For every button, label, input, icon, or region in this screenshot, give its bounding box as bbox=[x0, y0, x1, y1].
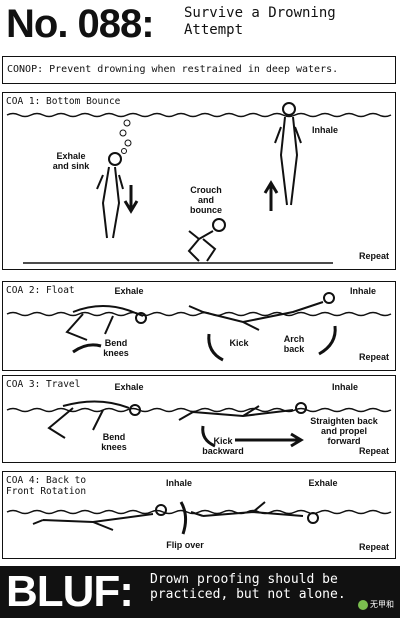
coa3-bend-label: Bend knees bbox=[101, 432, 127, 452]
coa1-illustration bbox=[6, 102, 392, 264]
coa2-panel: COA 2: Float Exhale Inhale Bend knees Ki… bbox=[2, 281, 396, 371]
coa3-kick-label: Kick backward bbox=[202, 436, 244, 456]
coa2-kick-label: Kick bbox=[229, 338, 249, 348]
watermark-text: 无甲和 bbox=[370, 600, 394, 609]
coa3-straighten-label: Straighten back and propel forward bbox=[310, 416, 378, 446]
coa3-repeat-label: Repeat bbox=[358, 446, 389, 456]
front-float-figure bbox=[190, 501, 319, 524]
coa3-panel: COA 3: Travel Exhale Inhale Bend knees K… bbox=[2, 375, 396, 463]
sinking-figure bbox=[96, 152, 124, 239]
coa2-arch-label: Arch back bbox=[283, 334, 305, 354]
extended-float-figure bbox=[188, 292, 335, 331]
rising-figure bbox=[274, 102, 302, 206]
water-surface bbox=[6, 112, 392, 118]
water-surface bbox=[6, 509, 392, 515]
curved-arrow-up bbox=[318, 325, 337, 356]
coa1-inhale-label: Inhale bbox=[311, 125, 338, 135]
coa4-panel: COA 4: Back to Front Rotation Inhale Exh… bbox=[2, 471, 396, 559]
water-surface bbox=[6, 311, 392, 317]
coa1-repeat-label: Repeat bbox=[358, 251, 389, 261]
down-arrow bbox=[123, 185, 139, 214]
bluf-text: Drown proofing should be practiced, but … bbox=[150, 572, 346, 602]
coa2-exhale-label: Exhale bbox=[114, 286, 144, 296]
water-surface bbox=[6, 407, 392, 413]
up-arrow bbox=[263, 180, 279, 211]
conop-box: CONOP: Prevent drowning when restrained … bbox=[2, 56, 396, 84]
coa3-exhale-label: Exhale bbox=[114, 382, 144, 392]
wechat-icon bbox=[358, 599, 368, 610]
curved-arrow-left bbox=[201, 425, 216, 448]
coa4-flip-label: Flip over bbox=[166, 540, 204, 550]
coa3-illustration bbox=[6, 400, 392, 448]
coa2-title: COA 2: Float bbox=[6, 285, 75, 296]
extended-travel-figure bbox=[178, 402, 307, 421]
coa2-illustration bbox=[6, 292, 392, 362]
page-title: Survive a Drowning Attempt bbox=[184, 5, 336, 38]
back-float-figure bbox=[32, 504, 167, 531]
right-arrow bbox=[235, 432, 304, 448]
bluf-banner: BLUF: Drown proofing should be practiced… bbox=[0, 566, 400, 618]
page-header: No. 088: Survive a Drowning Attempt bbox=[0, 0, 400, 46]
coa1-exhale-label: Exhale and sink bbox=[52, 151, 90, 171]
coa1-title: COA 1: Bottom Bounce bbox=[6, 96, 121, 107]
bluf-heading: BLUF: bbox=[6, 567, 134, 616]
curved-arrow-left bbox=[207, 333, 224, 362]
coa2-inhale-label: Inhale bbox=[349, 286, 376, 296]
coa4-title: COA 4: Back to Front Rotation bbox=[6, 475, 87, 497]
coa2-bend-label: Bend knees bbox=[103, 338, 129, 358]
flip-arrow bbox=[179, 501, 188, 535]
coa1-panel: COA 1: Bottom Bounce Exhale and sink Cro… bbox=[2, 92, 396, 270]
coa4-repeat-label: Repeat bbox=[358, 542, 389, 552]
coa4-inhale-label: Inhale bbox=[165, 478, 192, 488]
curved-arrow-right bbox=[72, 343, 102, 354]
page-number: No. 088: bbox=[6, 2, 155, 46]
curled-travel-figure bbox=[47, 400, 141, 439]
curled-float-figure bbox=[65, 305, 147, 341]
coa3-inhale-label: Inhale bbox=[331, 382, 358, 392]
coa2-repeat-label: Repeat bbox=[358, 352, 389, 362]
watermark: 无甲和 bbox=[358, 599, 394, 610]
coa4-exhale-label: Exhale bbox=[308, 478, 338, 488]
crouching-figure bbox=[187, 218, 226, 262]
coa1-crouch-label: Crouch and bounce bbox=[189, 185, 222, 215]
coa4-illustration bbox=[6, 501, 392, 535]
coa3-title: COA 3: Travel bbox=[6, 379, 81, 390]
bubbles-icon bbox=[119, 119, 132, 154]
